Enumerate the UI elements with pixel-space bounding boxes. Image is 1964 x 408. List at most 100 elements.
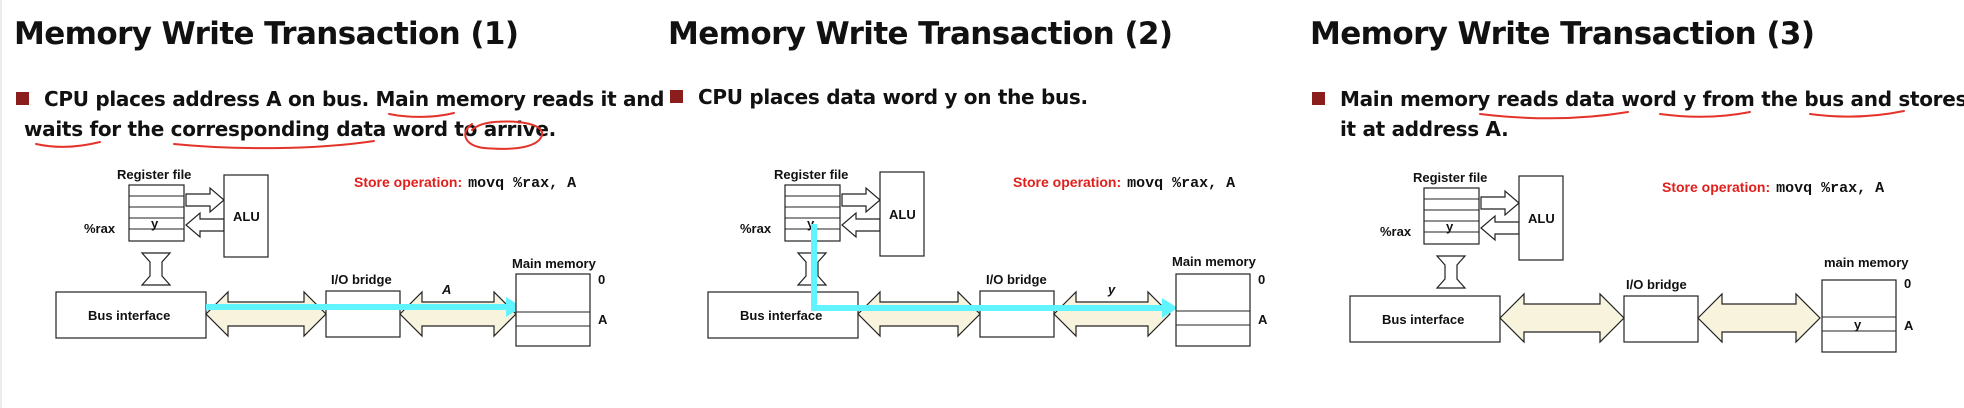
bus-interface-box [55, 291, 207, 339]
bullet-square [670, 90, 683, 103]
register-file-label: Register file [1413, 170, 1487, 185]
alu-to-register-arrow [841, 211, 881, 239]
bullet-line-2: it at address A. [1340, 117, 1509, 141]
slide-panel-1: Memory Write Transaction (1) CPU places … [14, 0, 664, 408]
system-bus-arrow [205, 290, 327, 338]
system-bus-arrow [857, 290, 981, 338]
store-instruction: movq %rax, A [468, 175, 576, 192]
bus-interface-label: Bus interface [740, 308, 822, 323]
store-operation-text: Store operation: movq %rax, A [354, 174, 576, 192]
register-file-label: Register file [117, 167, 191, 182]
memory-cell-value: y [1854, 317, 1862, 332]
address-0-label: 0 [1258, 272, 1265, 287]
memory-bus-arrow [1053, 290, 1171, 338]
register-file-label: Register file [774, 167, 848, 182]
slide-panel-2: Memory Write Transaction (2) CPU places … [668, 0, 1298, 408]
bus-value-label: y [1107, 282, 1116, 297]
register-file [1423, 187, 1480, 245]
alu-box [879, 171, 925, 257]
alu-to-register-arrow [1480, 214, 1520, 242]
io-bridge-box [1623, 295, 1699, 343]
slide-bullet-text: Main memory reads data word y from the b… [1340, 84, 1964, 144]
store-operation-label: Store operation [1013, 174, 1116, 190]
alu-to-register-arrow [185, 211, 225, 239]
slide-title: Memory Write Transaction (1) [14, 16, 519, 52]
main-memory-label: main memory [1824, 255, 1909, 270]
address-0-label: 0 [598, 272, 605, 287]
alu-box [223, 174, 269, 258]
register-file [128, 184, 185, 242]
main-memory-box [1175, 273, 1251, 347]
register-bus-vertical-arrow [140, 252, 172, 286]
underline-reads [388, 112, 455, 118]
bus-interface-box [707, 291, 859, 339]
bullet-square [16, 92, 29, 105]
main-memory-box [1821, 279, 1897, 353]
handwritten-annotations [35, 112, 543, 150]
rax-label: %rax [84, 221, 116, 236]
store-instruction: movq %rax, A [1776, 180, 1884, 197]
left-border [0, 0, 2, 408]
bus-value-label: A [441, 282, 451, 297]
bus-interface-label: Bus interface [1382, 312, 1464, 327]
store-instruction: movq %rax, A [1127, 175, 1235, 192]
bullet-line-1: CPU places data word y on the bus. [698, 85, 1088, 109]
system-bus-arrow [1499, 292, 1625, 344]
register-value: y [807, 216, 815, 231]
memory-bus-diagram: Store operation: movq %rax, A Register fi… [1349, 170, 1914, 353]
io-bridge-label: I/O bridge [1626, 277, 1687, 292]
memory-bus-diagram: Store operation: movq %rax, A Register fi… [707, 167, 1268, 347]
slide-title: Memory Write Transaction (2) [668, 16, 1173, 52]
circle-arrive [464, 120, 543, 150]
bus-highlight-arrowhead [1162, 298, 1178, 318]
underline-corresponding-data [173, 140, 375, 150]
alu-label: ALU [1528, 211, 1555, 226]
store-operation-colon: : [457, 174, 462, 190]
store-operation-label: Store operation [1662, 179, 1765, 195]
io-bridge-label: I/O bridge [986, 272, 1047, 287]
address-0-label: 0 [1904, 276, 1911, 291]
register-value: y [151, 216, 159, 231]
alu-label: ALU [233, 209, 260, 224]
slide-panel-3: Memory Write Transaction (3) Main memory… [1310, 0, 1964, 408]
memory-bus-arrow [1697, 292, 1821, 344]
register-to-alu-arrow [1480, 189, 1520, 217]
main-memory-label: Main memory [512, 256, 597, 271]
alu-label: ALU [889, 207, 916, 222]
bullet-square [1312, 92, 1325, 105]
bus-highlight-line [811, 224, 1164, 311]
store-operation-label: Store operation [354, 174, 457, 190]
main-memory-label: Main memory [1172, 254, 1257, 269]
io-bridge-box [325, 290, 401, 338]
memory-bus-diagram: Store operation: movq %rax, A Register fi… [55, 167, 608, 347]
register-to-alu-arrow [185, 186, 225, 214]
store-operation-colon: : [1116, 174, 1121, 190]
main-memory-box [515, 273, 591, 347]
register-to-alu-arrow [841, 186, 881, 214]
bus-highlight-arrowhead [506, 297, 522, 317]
io-bridge-label: I/O bridge [331, 272, 392, 287]
address-a-label: A [1904, 318, 1914, 333]
slide-bullet-text: CPU places data word y on the bus. [698, 82, 1088, 112]
io-bridge-box [979, 290, 1055, 338]
memory-bus-arrow [399, 290, 517, 338]
bus-interface-label: Bus interface [88, 308, 170, 323]
slide-title: Memory Write Transaction (3) [1310, 16, 1815, 52]
rax-label: %rax [1380, 224, 1412, 239]
rax-label: %rax [740, 221, 772, 236]
bullet-line-1: CPU places address A on bus. Main memory… [44, 87, 665, 111]
alu-box [1518, 175, 1564, 261]
address-a-label: A [598, 312, 608, 327]
register-bus-vertical-arrow [1435, 255, 1467, 289]
underline-reads-data-word [1479, 111, 1629, 120]
underline-waits [35, 141, 101, 148]
store-operation-text: Store operation: movq %rax, A [1662, 179, 1884, 197]
store-operation-text: Store operation: movq %rax, A [1013, 174, 1235, 192]
register-value: y [1446, 219, 1454, 234]
address-a-label: A [1258, 312, 1268, 327]
bus-interface-box [1349, 295, 1501, 343]
bullet-line-1: Main memory reads data word y from the b… [1340, 87, 1964, 111]
store-operation-colon: : [1765, 179, 1770, 195]
handwritten-annotations [1479, 110, 1905, 120]
